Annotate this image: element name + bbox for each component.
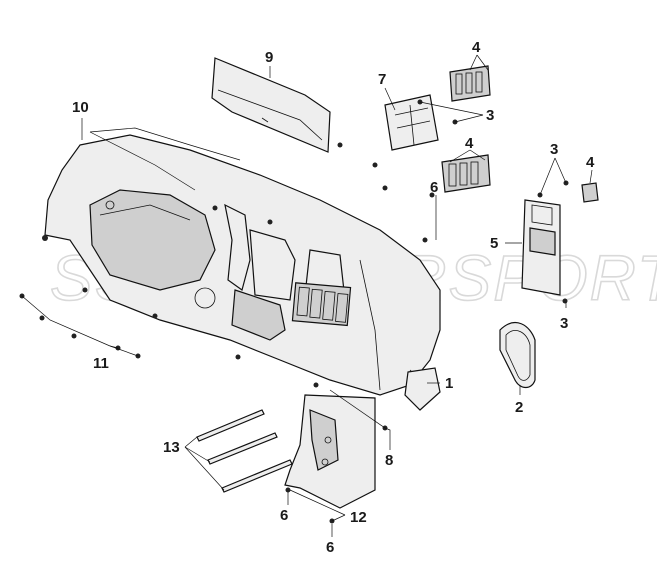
- label-6-bottom: 6: [326, 539, 334, 556]
- callout-labels: 9 10 7 4 3 4 6 3 4 5 3 1 2 11 8 13 6 12 …: [72, 39, 595, 556]
- part-4-vent-middle: [441, 154, 491, 193]
- label-4-right: 4: [586, 154, 595, 171]
- label-3-upper: 3: [486, 107, 494, 124]
- label-1: 1: [445, 375, 453, 392]
- part-4-vent-top: [449, 65, 491, 102]
- label-4-middle: 4: [465, 135, 474, 152]
- label-11: 11: [93, 355, 109, 372]
- label-9: 9: [265, 49, 273, 66]
- label-2: 2: [515, 399, 523, 416]
- part-13-trim-strips: [196, 409, 293, 493]
- part-5-side-bezel: [521, 199, 561, 296]
- label-5: 5: [490, 235, 498, 252]
- part-7-vent-housing: [384, 94, 439, 151]
- label-3-lower: 3: [560, 315, 568, 332]
- label-8: 8: [385, 452, 393, 469]
- label-3-right: 3: [550, 141, 558, 158]
- part-2-ring-trim: [499, 322, 536, 389]
- part-9-top-cover: [211, 57, 331, 153]
- part-12-lower-panel: [284, 394, 376, 509]
- label-12: 12: [350, 509, 367, 526]
- leader-lines: [21, 54, 593, 537]
- label-6-upper: 6: [430, 179, 438, 196]
- part-4-vent-right: [581, 182, 599, 203]
- label-13: 13: [163, 439, 180, 456]
- part-10-dashboard-body: [44, 134, 441, 411]
- label-10: 10: [72, 99, 89, 116]
- label-4-top: 4: [472, 39, 481, 56]
- label-6-left: 6: [280, 507, 288, 524]
- label-7: 7: [378, 71, 386, 88]
